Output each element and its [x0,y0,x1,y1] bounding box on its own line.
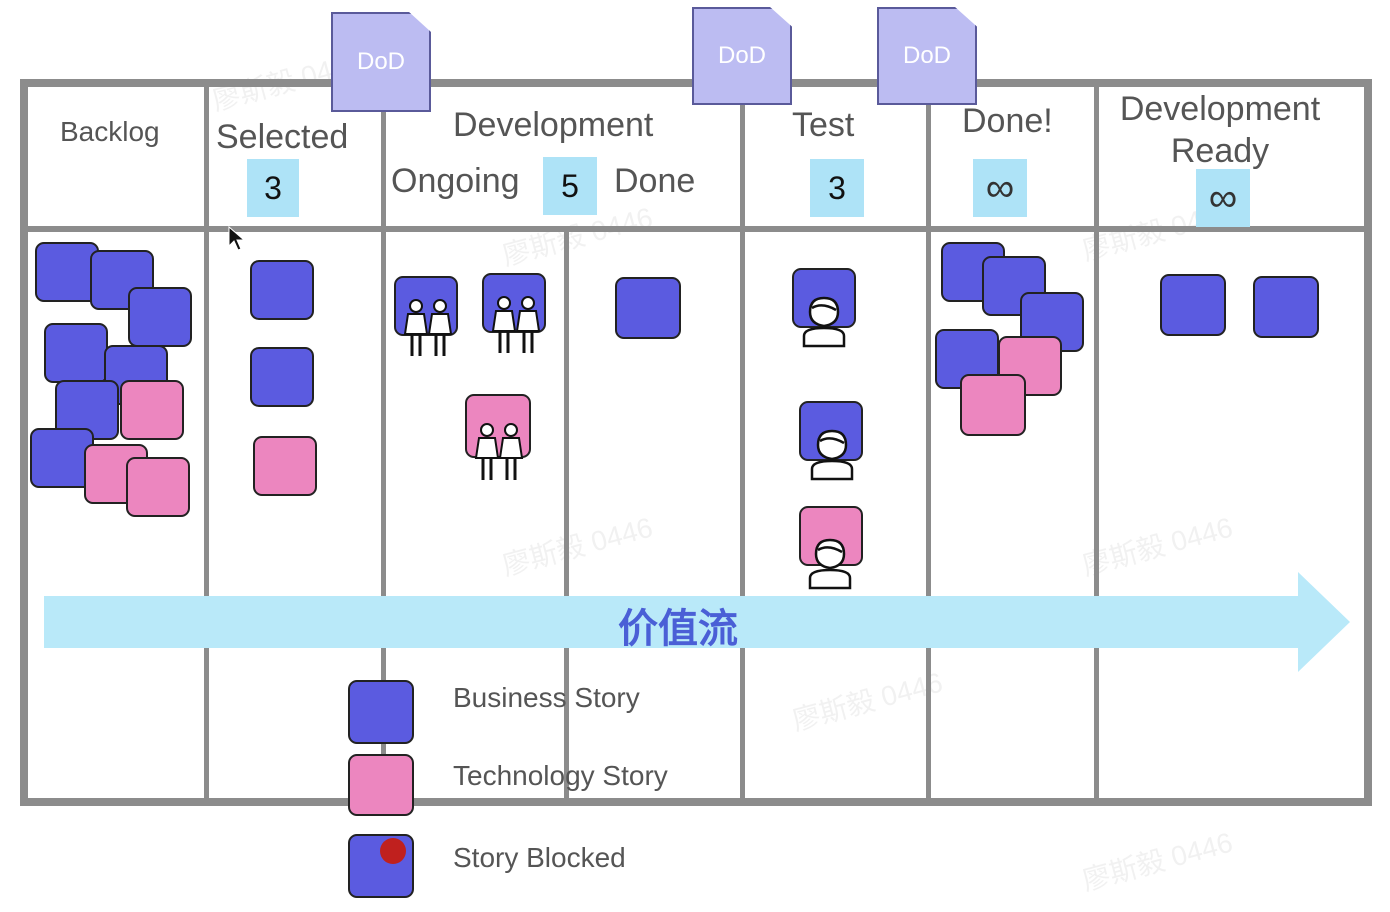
value-stream-label: 价值流 [618,606,738,652]
column-divider [381,79,386,806]
legend-story-blocked-label: Story Blocked [453,842,626,873]
tester-icon [802,296,846,348]
business-story-card[interactable] [128,287,192,347]
wip-limit-done-final: ∞ [973,159,1027,217]
column-divider [926,79,931,806]
column-header-backlog: Backlog [60,116,160,147]
board-left-border [20,79,28,806]
column-header-selected: Selected [216,118,349,156]
value-stream-arrow [44,572,1350,672]
dod-label: DoD [717,42,766,69]
business-story-card[interactable] [44,323,108,383]
dev-ready-line2: Ready [1170,132,1270,170]
dod-label: DoD [902,42,951,69]
board-bottom-border [20,798,1372,806]
column-header-test: Test [792,106,855,144]
technology-story-card[interactable] [126,457,190,517]
business-story-card[interactable] [250,260,314,320]
business-story-card[interactable] [1253,276,1319,338]
header-divider [20,226,1372,232]
blocked-marker-icon [380,838,406,864]
pair-developers-icon [491,296,541,353]
business-story-card[interactable] [615,277,681,339]
technology-story-card[interactable] [253,436,317,496]
column-divider [740,79,745,806]
pair-developers-icon [403,299,453,356]
dod-label: DoD [356,48,405,75]
wip-limit-dev-ready: ∞ [1196,169,1250,227]
technology-story-card[interactable] [960,374,1026,436]
technology-story-card[interactable] [120,380,184,440]
wip-limit-test: 3 [810,159,864,217]
dod-tab-done: DoD [877,7,977,105]
dod-tab-test: DoD [692,7,792,105]
legend-technology-story-swatch [348,754,414,816]
board-right-border [1364,79,1372,806]
column-header-done-final: Done! [962,102,1053,140]
tester-icon [808,538,852,590]
legend-business-story-label: Business Story [453,682,640,713]
pair-developers-icon [474,423,524,480]
subcolumn-divider [564,226,569,806]
legend-technology-story-label: Technology Story [453,760,668,791]
wip-limit-development: 5 [543,157,597,215]
column-divider [1094,79,1099,806]
business-story-card[interactable] [1160,274,1226,336]
legend-business-story-swatch [348,680,414,744]
subcolumn-header-ongoing: Ongoing [391,162,520,200]
column-header-dev-ready: Development Ready [1100,88,1340,172]
column-divider [204,79,209,806]
dod-tab-development: DoD [331,12,431,112]
mouse-cursor-icon [228,226,246,251]
business-story-card[interactable] [35,242,99,302]
subcolumn-header-done: Done [614,162,696,200]
wip-limit-selected: 3 [247,159,299,217]
business-story-card[interactable] [250,347,314,407]
tester-icon [810,429,854,481]
watermark: 廖斯毅 0446 [1079,826,1236,897]
column-header-development: Development [453,106,654,144]
dev-ready-line1: Development [1119,90,1321,128]
